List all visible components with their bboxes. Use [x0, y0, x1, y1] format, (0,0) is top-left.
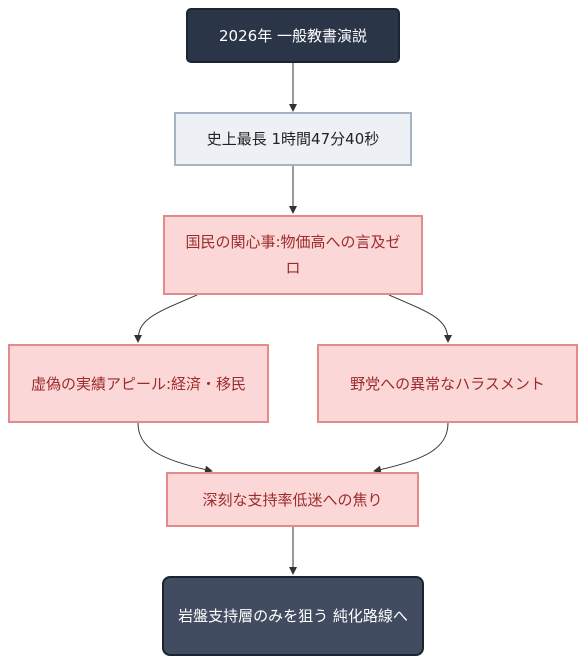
node-label: 岩盤支持層のみを狙う 純化路線へ — [178, 607, 408, 625]
node-label: 史上最長 1時間47分40秒 — [206, 130, 380, 148]
node-record-length: 史上最長 1時間47分40秒 — [174, 112, 412, 166]
node-label: 2026年 一般教書演説 — [219, 26, 367, 45]
node-approval-anxiety: 深刻な支持率低迷への焦り — [166, 472, 419, 527]
node-state-of-union: 2026年 一般教書演説 — [186, 8, 400, 63]
edge-n3-n4 — [134, 294, 198, 343]
node-base-strategy: 岩盤支持層のみを狙う 純化路線へ — [162, 576, 424, 656]
node-label: 虚偽の実績アピール:経済・移民 — [30, 374, 247, 393]
edge-n4-n6 — [137, 422, 213, 474]
node-opposition-harassment: 野党への異常なハラスメント — [317, 344, 578, 423]
edge-n5-n6 — [373, 422, 449, 474]
node-label: 深刻な支持率低迷への焦り — [202, 490, 383, 509]
edge-n3-n5 — [388, 294, 452, 343]
node-false-claims: 虚偽の実績アピール:経済・移民 — [8, 344, 269, 423]
node-label: 国民の関心事:物価高への言及ゼロ — [185, 233, 401, 277]
node-no-price-mention: 国民の関心事:物価高への言及ゼロ — [163, 215, 423, 295]
node-label: 野党への異常なハラスメント — [350, 374, 545, 393]
